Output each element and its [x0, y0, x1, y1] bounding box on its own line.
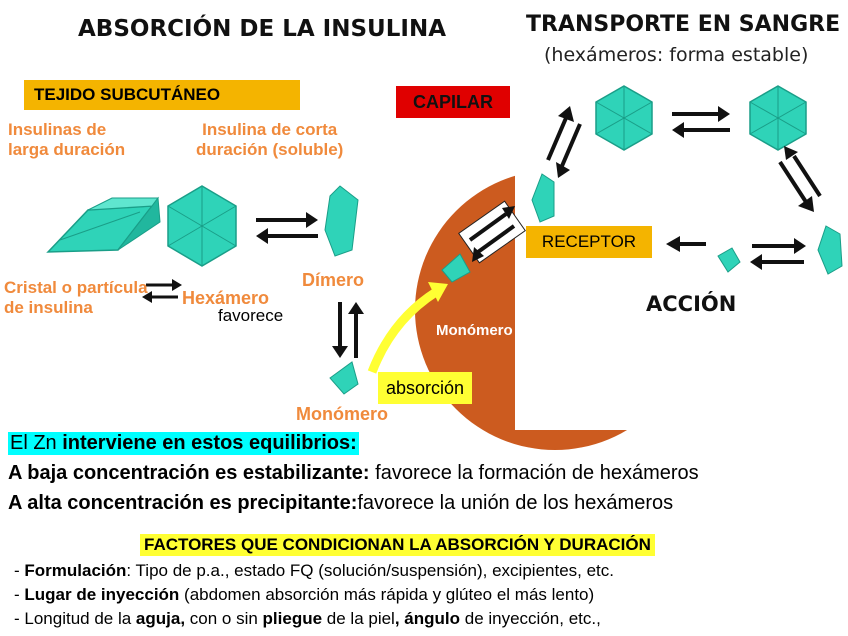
crystal-label: Cristal o partícula de insulina: [4, 278, 148, 317]
equilibrium-hexamer-dimer-right: [778, 146, 822, 212]
monomer-to-receptor-arrow: [666, 236, 706, 252]
hexamer-label: Hexámero: [182, 288, 270, 308]
factor-1-prefix: -: [14, 561, 25, 580]
long-acting-line-2: larga duración: [8, 139, 126, 159]
factor-1-bold: Formulación: [24, 561, 127, 580]
subcutaneous-tag: TEJIDO SUBCUTÁNEO: [24, 80, 300, 110]
blood-monomer: [717, 247, 741, 273]
action-label: ACCIÓN: [646, 292, 737, 316]
factor-formulation: - Formulación: Tipo de p.a., estado FQ (…: [14, 561, 614, 581]
equilibrium-crystal-hexamer: [142, 279, 182, 303]
equilibrium-capillary-blood: [458, 200, 526, 264]
factor-needle: - Longitud de la aguja, con o sin pliegu…: [14, 609, 601, 629]
zn-line-1: El Zn interviene en estos equilibrios:: [8, 432, 359, 455]
factor-injection-site: - Lugar de inyección (abdomen absorción …: [14, 585, 594, 605]
zn-line-3-plain: favorece la unión de los hexámeros: [357, 492, 674, 514]
transport-subtitle: (hexámeros: forma estable): [544, 44, 809, 66]
absorption-title: ABSORCIÓN DE LA INSULINA: [78, 16, 446, 42]
equilibrium-dimer-monomer-right: [750, 238, 806, 270]
receptor-tag: RECEPTOR: [526, 226, 652, 258]
factor-3-e: de la piel: [322, 609, 395, 628]
factor-3-a: - Longitud de la: [14, 609, 136, 628]
dimer-shape: [324, 185, 359, 257]
equilibrium-dimer-hexamer-left: [546, 106, 582, 178]
blood-hexamer-2: [749, 85, 807, 151]
zn-line-2-plain: favorece la formación de hexámeros: [369, 462, 699, 484]
hexamer-shape: [167, 185, 237, 267]
factor-3-f: , ángulo: [394, 609, 461, 628]
favors-label: favorece: [218, 306, 284, 325]
factor-3-c: con o sin: [185, 609, 263, 628]
factor-3-b: aguja,: [135, 609, 186, 628]
short-acting-line-2: duración (soluble): [196, 139, 344, 159]
equilibrium-hexamer-dimer: [256, 212, 318, 244]
factor-1-rest: : Tipo de p.a., estado FQ (solución/susp…: [126, 561, 615, 580]
monomer-capillary-shape: [441, 253, 471, 283]
blood-dimer-right: [817, 225, 843, 275]
zn-line-1-plain: El Zn: [10, 432, 63, 454]
zn-line-2: A baja concentración es estabilizante: f…: [8, 462, 699, 485]
transport-title: TRANSPORTE EN SANGRE: [526, 12, 841, 37]
equilibrium-hexamer-hexamer: [672, 106, 730, 138]
factors-title: FACTORES QUE CONDICIONAN LA ABSORCIÓN Y …: [140, 534, 655, 556]
zn-line-3: A alta concentración es precipitante:fav…: [8, 492, 673, 515]
factor-2-rest: (abdomen absorción más rápida y glúteo e…: [179, 585, 595, 604]
capillary-monomer-label: Monómero: [436, 322, 513, 339]
zn-line-1-bold: interviene en estos equilibrios:: [62, 432, 357, 454]
monomer-label: Monómero: [296, 404, 388, 424]
short-acting-line-1: Insulina de corta: [202, 120, 338, 139]
crystal-line-1: Cristal o partícula: [4, 278, 148, 297]
zn-line-3-bold: A alta concentración es precipitante:: [8, 492, 358, 514]
long-acting-line-1: Insulinas de: [8, 120, 107, 139]
blood-hexamer-1: [595, 85, 653, 151]
absorption-label: absorción: [378, 372, 473, 404]
monomer-shape: [329, 361, 359, 395]
factor-2-bold: Lugar de inyección: [24, 585, 180, 604]
factor-2-prefix: -: [14, 585, 25, 604]
transport-panel: [515, 0, 848, 430]
crystal-shape: [46, 196, 161, 253]
factor-3-d: pliegue: [262, 609, 323, 628]
zn-line-2-bold: A baja concentración es estabilizante:: [8, 462, 370, 484]
dimer-label: Dímero: [302, 270, 365, 290]
factor-3-g: de inyección, etc.,: [460, 609, 601, 628]
capillary-tag: CAPILAR: [396, 86, 510, 118]
short-acting-label: Insulina de corta duración (soluble): [196, 120, 343, 159]
equilibrium-dimer-monomer: [332, 302, 364, 358]
crystal-line-2: de insulina: [4, 297, 93, 317]
long-acting-label: Insulinas de larga duración: [8, 120, 125, 159]
absorption-arrow: [367, 282, 448, 374]
blood-dimer-left: [531, 173, 555, 223]
